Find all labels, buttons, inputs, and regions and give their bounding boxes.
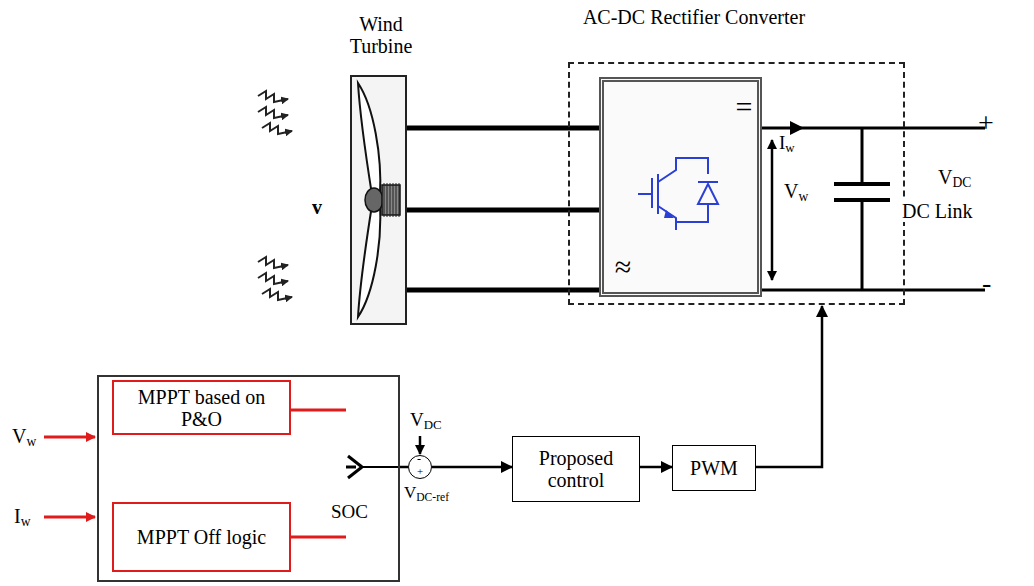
node-text: Wind Turbine [335,13,427,58]
converter-group: AC-DC Rectifier Converter=≈ [568,62,905,305]
signal-name: Vw [12,425,36,447]
input-arrow [44,436,95,439]
node-text: AC-DC Rectifier Converter [576,6,812,28]
terminal-sign: - [982,268,991,299]
signal-name: VDC [410,410,442,431]
node-text: + [415,465,425,477]
node-text: MPPT Off logic [118,526,285,548]
signal-name: Vw [784,180,808,202]
connector [640,466,672,469]
node-text: ≈ [610,250,636,284]
node-text: PWM [677,457,751,479]
connector [756,306,822,467]
wind-turbine: Wind Turbine [350,75,407,325]
summing-junction: -+ [408,455,432,479]
mppt-output [291,536,346,539]
control-group: SOC MPPT based on P&O MPPT Off logic [97,375,400,582]
connector [407,126,599,131]
node-text: SOC [331,501,383,522]
mppt-output [291,409,346,412]
wind-speed-symbol: v [312,196,322,218]
node-text: - [414,453,424,466]
selector-switch [346,456,399,478]
control-block: Proposed control [512,436,640,502]
dc-wiring [760,128,985,290]
node-text: Proposed control [517,447,635,492]
node-text: MPPT based on P&O [118,385,285,430]
input-arrow [44,516,95,519]
part-name: DC Link [900,200,975,222]
node-text: = [732,90,756,124]
turbine-drawing [352,77,405,323]
connector [407,288,599,293]
current-arrow [790,121,804,135]
converter-box: =≈ [599,77,762,297]
signal-name: Iw [14,505,31,527]
voltage-arrow [771,140,774,280]
signal-name: Iw [779,133,795,154]
connector [432,466,512,469]
connector [407,208,599,213]
mppt-box: MPPT based on P&O [112,380,291,435]
mppt-box: MPPT Off logic [112,502,291,572]
feedback-arrow [419,436,422,454]
connector [400,466,408,469]
signal-name: VDC-ref [404,484,449,503]
dc-link-capacitor [834,184,890,200]
wind-arrows [258,91,292,300]
signal-name: VDC [936,166,973,188]
pwm-block: PWM [672,445,756,491]
terminal-sign: + [978,108,994,139]
